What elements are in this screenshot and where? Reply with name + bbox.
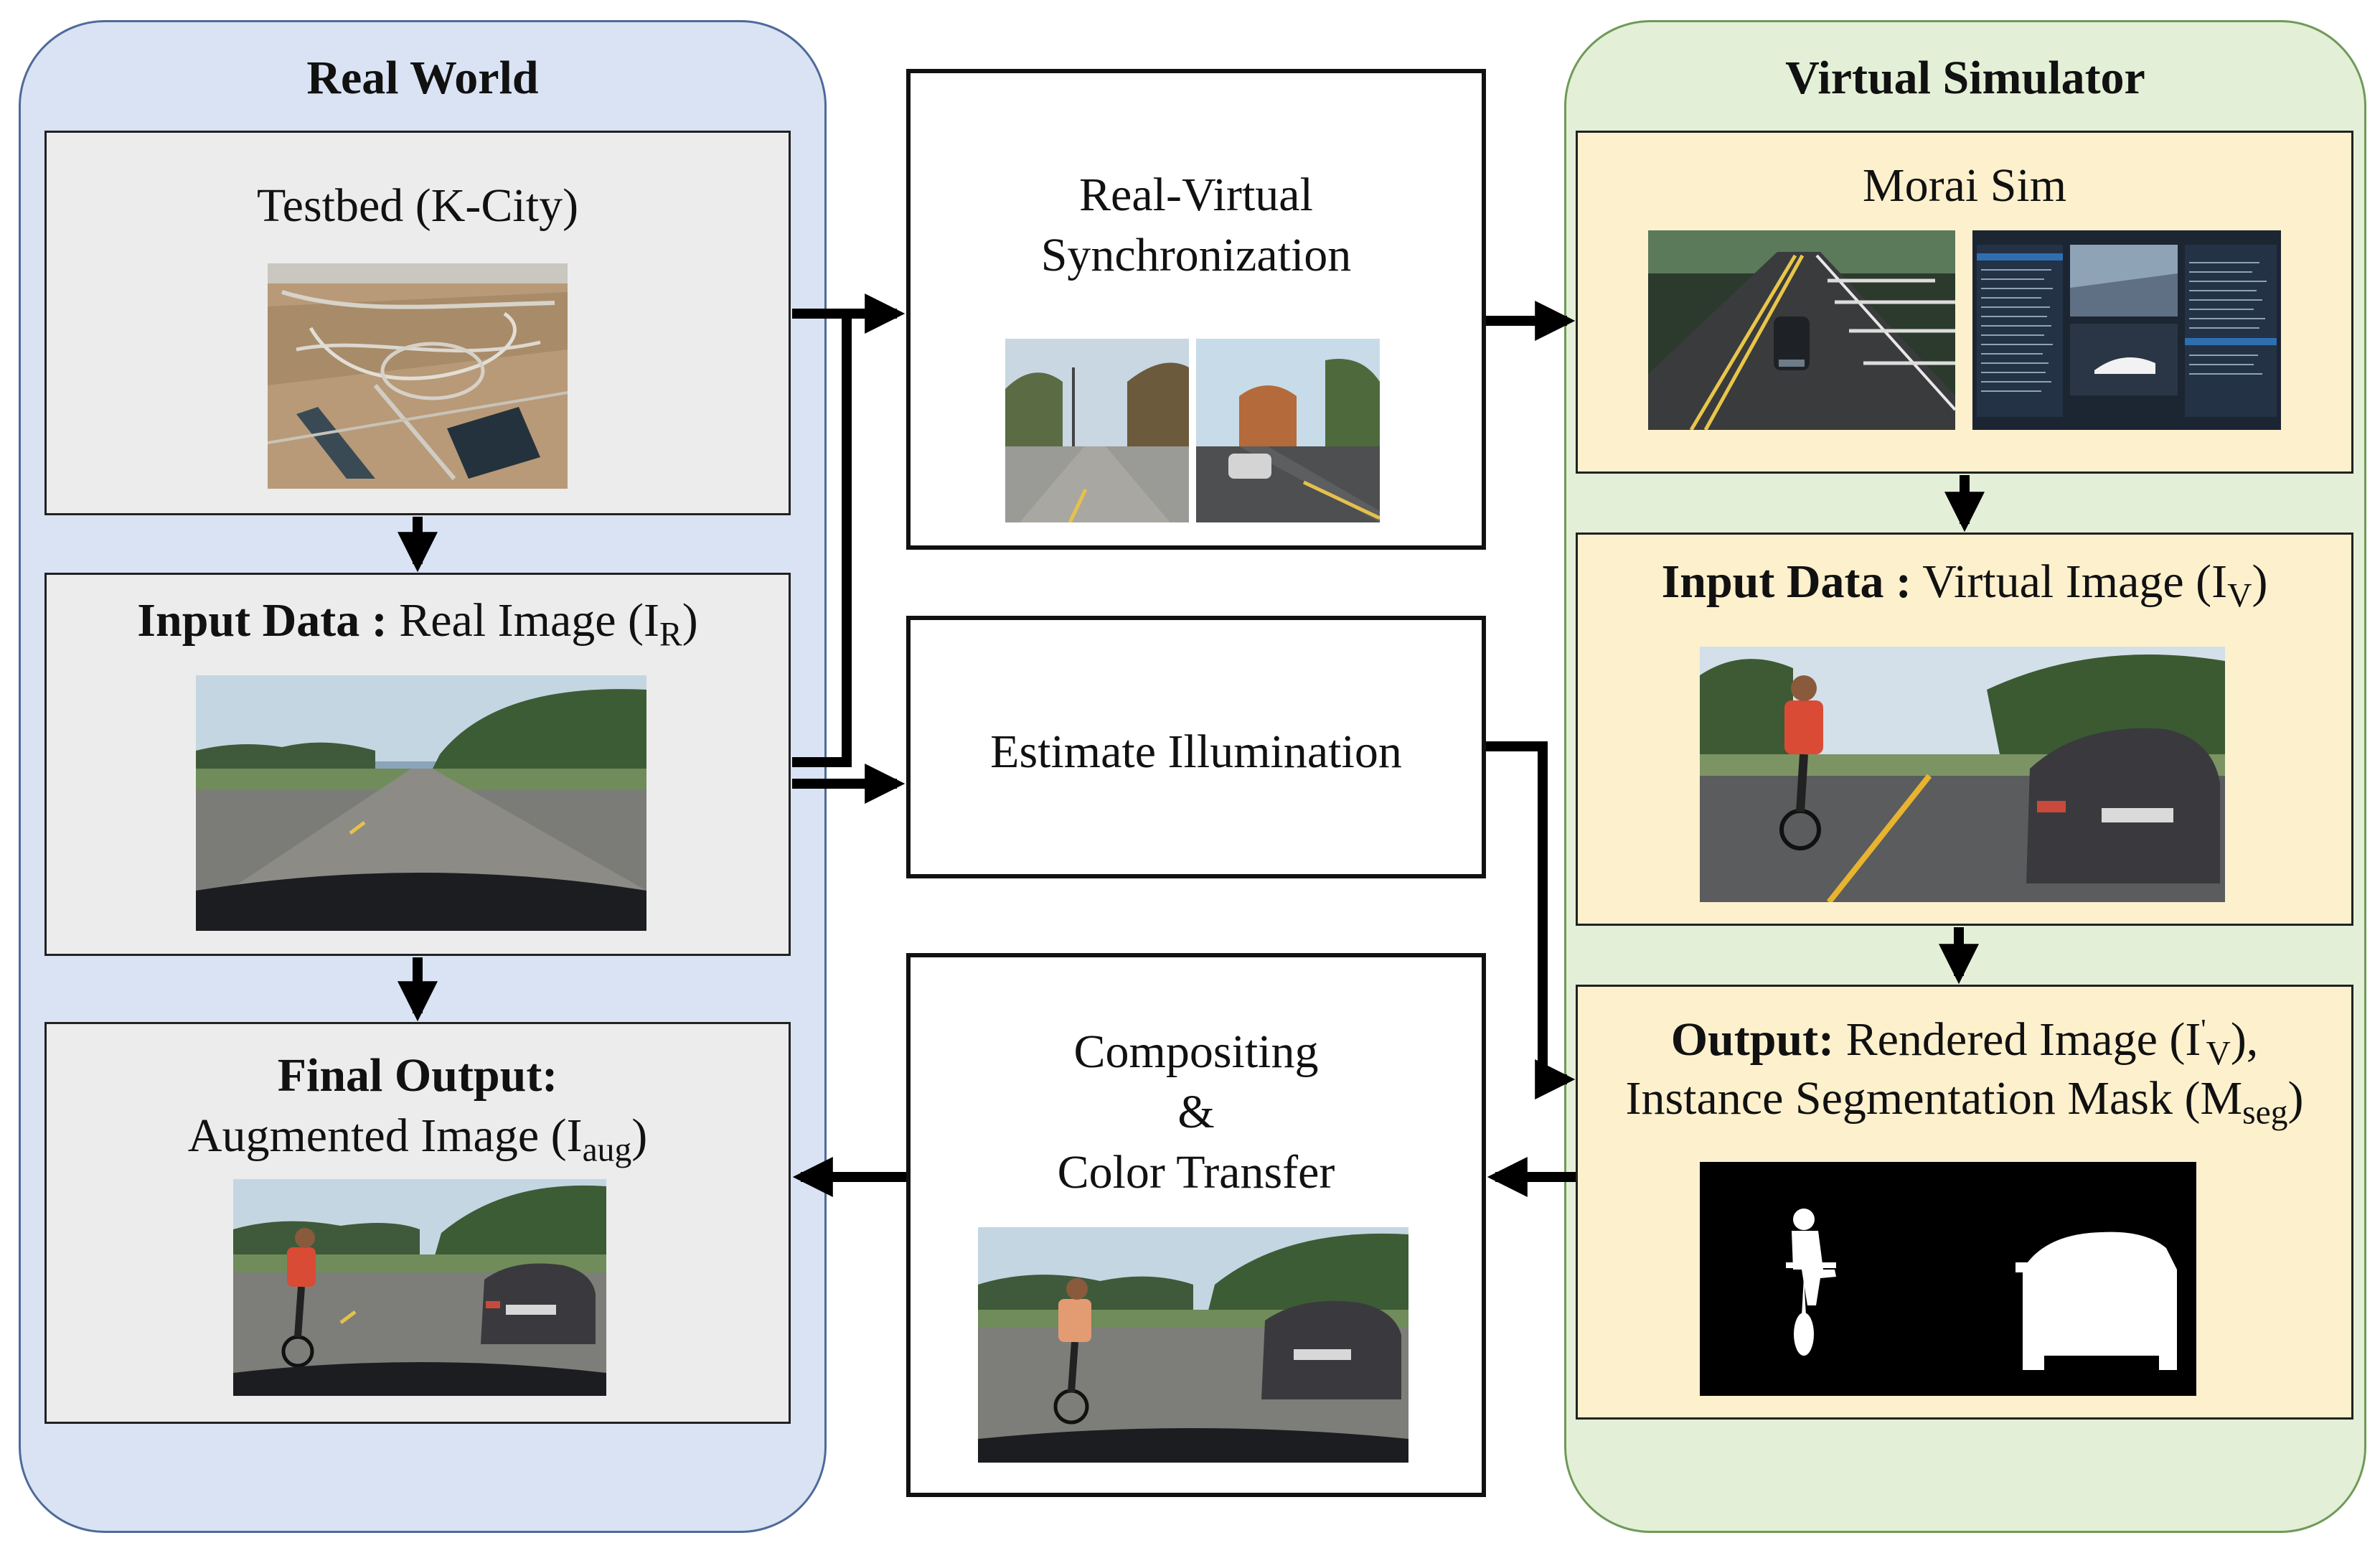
virtual-input-label: Input Data : Virtual Image (IV) <box>1578 552 2351 615</box>
final-output-text: Augmented Image (I <box>187 1110 583 1162</box>
sync-line2: Synchronization <box>1040 229 1352 281</box>
final-output-close: ) <box>631 1110 648 1162</box>
real-input-label: Input Data : Real Image (IR) <box>47 591 789 654</box>
compositing-box: Compositing & Color Transfer <box>906 953 1486 1497</box>
sim-vehicle-selector <box>1972 230 2281 430</box>
aerial-testbed-image <box>268 263 568 489</box>
real-road-image <box>196 675 646 931</box>
final-output-box: Final Output: Augmented Image (Iaug) <box>44 1022 791 1424</box>
segmentation-mask-image <box>1700 1162 2196 1396</box>
sync-line1: Real-Virtual <box>1079 169 1313 221</box>
virtual-output-line2: Instance Segmentation Mask (Mseg) <box>1578 1069 2351 1132</box>
real-input-sub: R <box>659 616 682 654</box>
virtual-output-sub1: V <box>2206 1035 2231 1073</box>
virtual-input-sub: V <box>2227 577 2252 615</box>
sync-virtual-image <box>1196 339 1380 522</box>
composited-image <box>978 1227 1408 1463</box>
virtual-output-sub2: seg <box>2242 1094 2288 1132</box>
virtual-image <box>1700 647 2225 902</box>
augmented-image <box>233 1179 606 1396</box>
virtual-output-bold: Output: <box>1670 1013 1835 1066</box>
testbed-box: Testbed (K-City) <box>44 131 791 515</box>
virtual-simulator-title: Virtual Simulator <box>1785 52 2145 104</box>
arrow-illumination-to-output <box>1486 741 1576 1099</box>
compositing-line2: & <box>1177 1086 1215 1138</box>
final-output-bold: Final Output: <box>277 1049 558 1102</box>
virtual-output-text2: Instance Segmentation Mask (M <box>1625 1072 2243 1125</box>
virtual-output-prime: ' <box>2201 1013 2206 1045</box>
virtual-output-box: Output: Rendered Image (I'V), Instance S… <box>1576 985 2353 1420</box>
virtual-output-close2: ) <box>2287 1072 2304 1125</box>
real-input-close: ) <box>682 594 698 647</box>
sync-real-image <box>1005 339 1189 522</box>
morai-sim-box: Morai Sim <box>1576 131 2353 474</box>
virtual-output-close1: ), <box>2230 1013 2259 1066</box>
real-input-bold: Input Data : <box>137 594 387 647</box>
real-input-text: Real Image (I <box>399 594 660 647</box>
virtual-input-close: ) <box>2252 555 2268 608</box>
virtual-input-text: Virtual Image (I <box>1922 555 2228 608</box>
virtual-output-line1: Output: Rendered Image (I'V), <box>1578 1010 2351 1073</box>
final-output-label: Augmented Image (Iaug) <box>47 1106 789 1169</box>
compositing-line3: Color Transfer <box>1057 1146 1335 1198</box>
testbed-label: Testbed (K-City) <box>256 179 579 232</box>
virtual-output-text1: Rendered Image (I <box>1845 1013 2201 1066</box>
sim-driving-view <box>1648 230 1955 430</box>
sync-box: Real-Virtual Synchronization <box>906 69 1486 550</box>
compositing-line1: Compositing <box>1073 1026 1319 1078</box>
final-output-sub: aug <box>582 1131 632 1169</box>
real-input-box: Input Data : Real Image (IR) <box>44 573 791 956</box>
real-world-title: Real World <box>306 52 539 104</box>
morai-sim-label: Morai Sim <box>1862 159 2067 212</box>
virtual-input-box: Input Data : Virtual Image (IV) <box>1576 533 2353 926</box>
illumination-box: Estimate Illumination <box>906 616 1486 878</box>
illumination-label: Estimate Illumination <box>990 726 1402 778</box>
virtual-input-bold: Input Data : <box>1661 555 1911 608</box>
